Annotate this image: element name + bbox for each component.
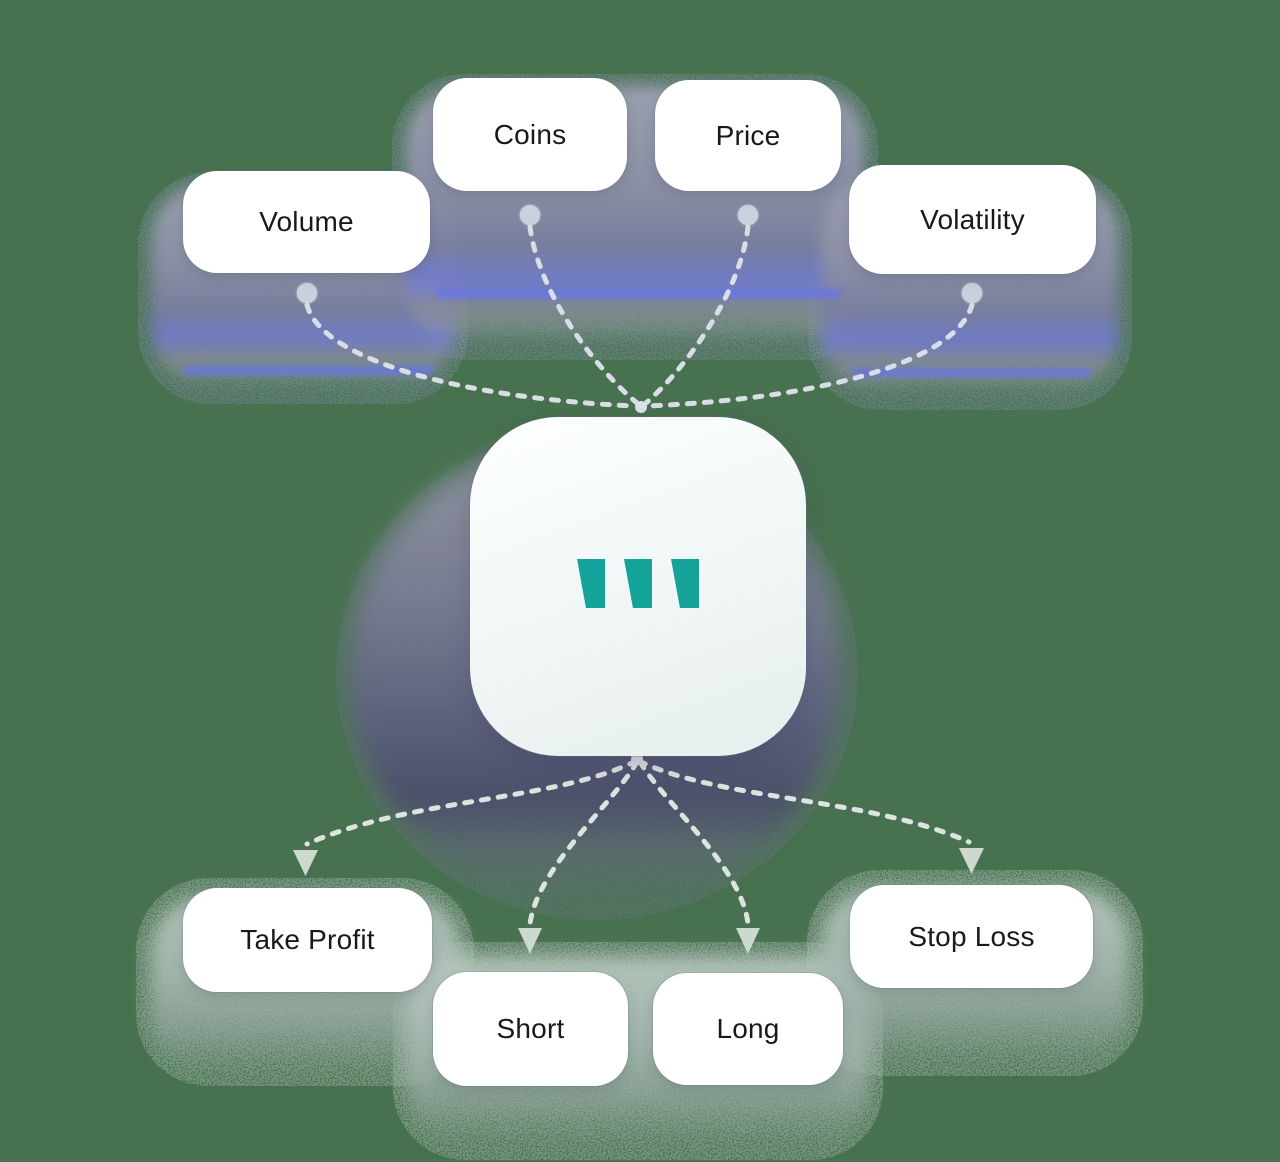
blue-streak-volume xyxy=(182,366,434,375)
input-label-volume: Volume xyxy=(259,206,354,237)
input-label-volatility: Volatility xyxy=(920,203,1025,235)
input-node-volume: Volume xyxy=(183,171,430,273)
input-label-price: Price xyxy=(715,119,781,151)
logo-bar-2 xyxy=(624,559,652,608)
logo-bar-3 xyxy=(671,559,699,608)
hub-dot-top xyxy=(635,401,647,413)
output-node-short: Short xyxy=(433,972,628,1086)
output-node-take-profit: Take Profit xyxy=(183,888,432,992)
output-label-stop-loss: Stop Loss xyxy=(908,920,1035,952)
output-node-long: Long xyxy=(653,973,843,1085)
logo-bar-1 xyxy=(577,559,605,608)
output-label-take-profit: Take Profit xyxy=(240,924,375,955)
output-label-short: Short xyxy=(496,1013,565,1044)
input-label-coins: Coins xyxy=(493,118,567,150)
input-node-price: Price xyxy=(655,80,841,191)
arrowhead-take-profit xyxy=(293,850,318,876)
blue-streak-coins-price xyxy=(436,289,842,298)
three-slanted-bars-logo-icon xyxy=(577,559,699,608)
input-node-volatility: Volatility xyxy=(849,165,1096,274)
blue-streak-volatility xyxy=(852,368,1092,377)
input-node-coins: Coins xyxy=(433,78,627,191)
bot-tile xyxy=(470,417,806,756)
output-label-long: Long xyxy=(716,1013,780,1044)
output-node-stop-loss: Stop Loss xyxy=(850,885,1093,988)
